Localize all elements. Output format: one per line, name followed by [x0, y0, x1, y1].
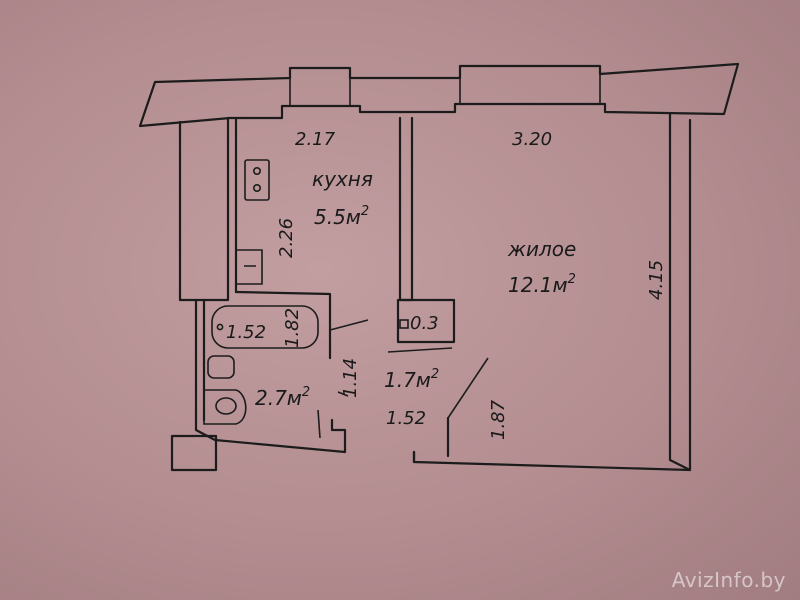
stove-icon	[244, 159, 270, 201]
hall-area-label: 1.7м2	[384, 367, 439, 392]
living-right-wall	[668, 112, 692, 472]
watermark: AvizInfo.by	[671, 568, 786, 592]
kitchen-width-label: 2.17	[295, 129, 336, 150]
bathroom-walls	[194, 298, 347, 454]
kitchen-area-label: 5.5м2	[314, 204, 369, 229]
stove-burner-1	[253, 167, 262, 176]
living-depth-label: 4.15	[646, 260, 667, 300]
closet-door	[387, 347, 453, 353]
living-door-swing	[447, 357, 489, 419]
living-name-label: жилое	[507, 237, 576, 261]
sink-icon	[236, 249, 263, 285]
closet-area-label: 0.3	[410, 313, 439, 334]
partition-wall	[398, 116, 414, 302]
bathtub-width-label: 1.82	[282, 308, 303, 348]
hall-width-label: 1.52	[386, 408, 426, 429]
living-area-label: 12.1м2	[508, 272, 576, 297]
kitchen-bottom-wall	[234, 290, 332, 360]
bathtub-icon	[211, 305, 319, 349]
closet-marker	[399, 319, 409, 329]
bathtub-drain	[216, 323, 224, 331]
toilet-icon	[203, 389, 247, 425]
left-wall-block	[178, 116, 230, 302]
riser-box	[170, 434, 218, 472]
kitchen-depth-label: 2.26	[276, 218, 297, 258]
bathroom-door-swing	[329, 319, 369, 331]
window-living	[459, 74, 601, 104]
toilet-seat	[215, 397, 237, 415]
outer-wall-top	[138, 62, 740, 128]
living-width-label: 3.20	[512, 129, 552, 150]
closet	[396, 298, 456, 344]
stove-burner-2	[253, 184, 262, 193]
kitchen-name-label: кухня	[312, 167, 373, 191]
hall-door-width-label: 1.87	[488, 399, 509, 440]
hall-depth-label: 1.14	[340, 358, 361, 398]
bathroom-area-label: 2.7м2	[255, 385, 310, 410]
living-bottom-wall	[412, 450, 692, 472]
window-kitchen	[289, 78, 351, 106]
bathtub-length-label: 1.52	[226, 322, 266, 343]
washbasin-icon	[207, 355, 235, 379]
hall-divider	[317, 391, 349, 439]
